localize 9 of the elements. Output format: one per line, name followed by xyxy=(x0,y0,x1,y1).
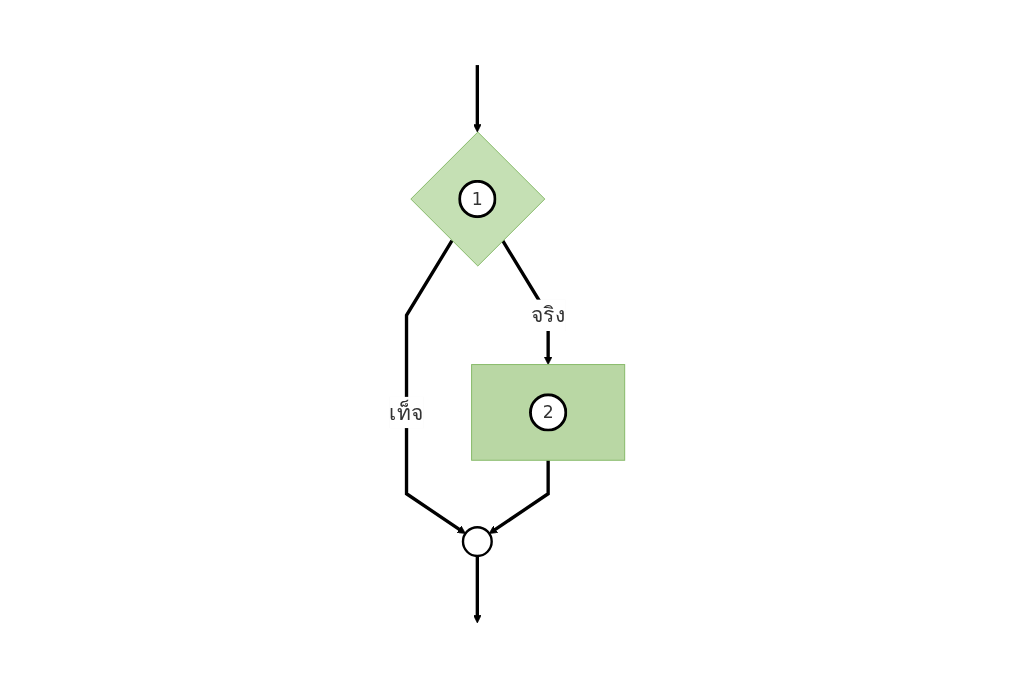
arrow xyxy=(404,239,466,534)
node-circle xyxy=(461,526,493,558)
node-diamond: 1 xyxy=(410,131,546,267)
arrow xyxy=(473,555,482,624)
edge-label: จริง xyxy=(530,303,566,328)
edge-label: เท็จ xyxy=(389,400,424,425)
arrow xyxy=(473,65,482,133)
arrow xyxy=(488,460,550,534)
node-box: 2 xyxy=(471,364,626,461)
